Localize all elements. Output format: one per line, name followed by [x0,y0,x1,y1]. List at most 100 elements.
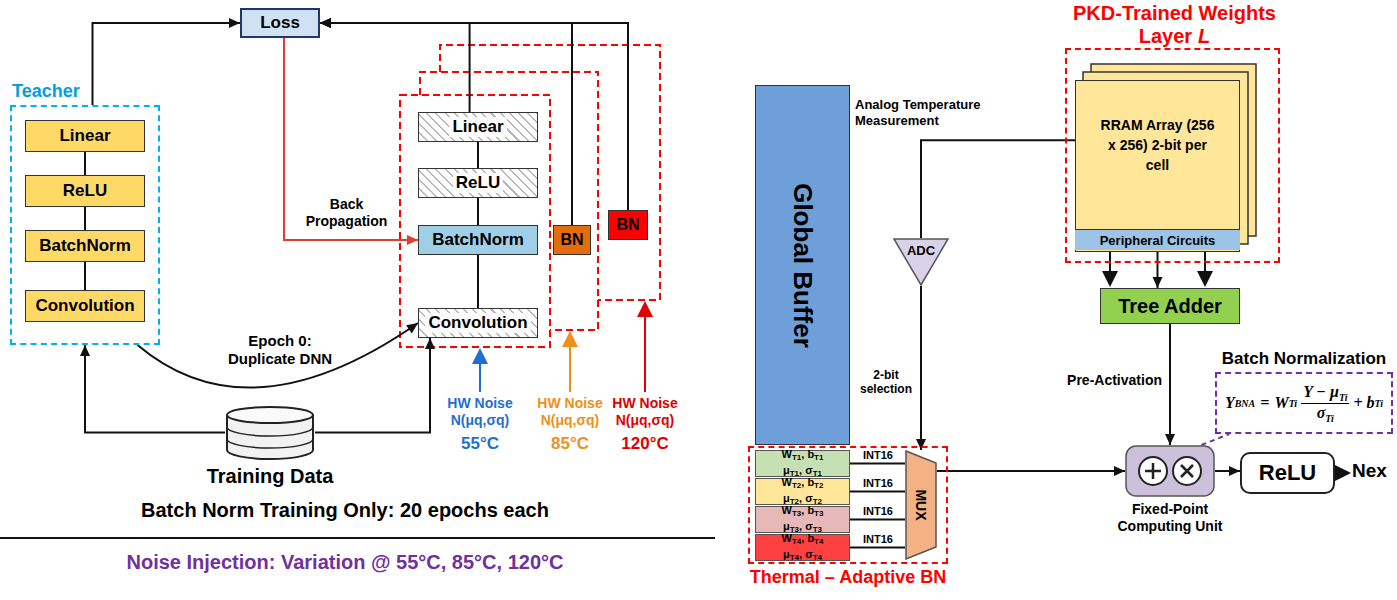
connector-line [93,23,241,105]
global-buffer: Global Buffer [755,85,850,445]
denominator: σTi [1317,404,1334,424]
shape [1145,463,1193,479]
param-symbol: , σ [799,492,813,504]
connector-line [850,463,905,465]
student-layer: ReLU [418,168,538,198]
formula: YBNA=WTiY − μTiσTi+ bTi [1225,383,1383,424]
connector-line [477,255,479,308]
connector-line [84,262,86,290]
tree-adder: Tree Adder [1100,288,1240,324]
subscript: T1 [814,453,823,462]
heading-line: Layer [1139,25,1192,47]
connector [85,207,86,230]
subscript: Ti [1375,398,1384,409]
formula-symbol: W [1274,394,1288,412]
node-text: ReLU [453,173,503,193]
connector [320,18,470,112]
edge-label: Epoch 0: Duplicate DNN [220,332,340,368]
node-text: Peripheral Circuits [1100,233,1216,248]
group-heading: Teacher [12,81,80,102]
node-text: Linear [449,117,506,137]
connector [937,466,1125,476]
param-symbol: μ [783,492,790,504]
group-heading: PKD-Trained WeightsLayerL [1027,2,1322,48]
adc-triangle: ADC [893,238,949,286]
edge-label: INT16 [852,449,904,462]
unit-label: Fixed-Point Computing Unit [1110,501,1230,535]
subscript: T2 [813,497,822,506]
node-text: Tree Adder [1118,295,1222,318]
subscript: T4 [813,553,822,562]
node-text: BN [616,216,639,234]
node-text: Linear [59,126,110,146]
fixed-point-unit: Fixed-Point Computing Unit [1125,445,1215,497]
connector-line [284,38,418,240]
connector [320,18,572,225]
node-text: Convolution [425,313,530,333]
heading-line: PKD-Trained Weights [1027,2,1322,25]
student-layer: Convolution [418,308,538,338]
connector-line [850,547,905,549]
connector [85,262,86,290]
data-arrow [1204,252,1206,285]
connector [850,519,905,520]
connector-line [850,519,905,521]
edge-label: INT16 [852,505,904,518]
signal-label: 2-bit selection [856,368,916,397]
student-box [400,95,550,347]
subscript: T1 [813,469,822,478]
shape [894,239,948,285]
connector [138,323,419,388]
bn-param-row: WT3, bT3μT3, σT3 [755,506,850,533]
noise-label: HW Noise N(μq,σq) [530,395,610,429]
param-symbol: , σ [799,548,813,560]
temperature: 120°C [605,434,685,454]
connector-line [320,23,470,112]
fraction: Y − μTiσTi [1301,383,1349,424]
teacher-layer: BatchNorm [25,230,145,262]
peripheral-circuits: Peripheral Circuits [1075,229,1240,250]
connector [80,345,225,433]
node-text: Convolution [35,296,134,316]
arrowhead [320,18,331,28]
edge-label: Back Propagation [294,196,399,230]
vertical-title: Global Buffer [787,183,818,348]
shape [227,407,313,423]
mux-label: MUX [913,489,929,520]
param-symbol: , b [801,504,814,516]
subscript: T2 [814,481,823,490]
connector-line [1169,324,1171,445]
connector-line [84,207,86,230]
connector-line [477,142,479,168]
node-text: BatchNorm [432,230,524,250]
relu-box: ReLU [1240,452,1335,494]
shape [1126,446,1214,496]
arrowhead [406,323,418,333]
bn-param-row: WT2, bT2μT2, σT2 [755,478,850,505]
edge-label: INT16 [852,533,904,546]
subscript: T3 [814,509,823,518]
formula-symbol: + b [1353,394,1374,412]
edge-label: Pre-Activation [1050,372,1162,389]
connector-line [320,23,572,225]
param-symbol: , σ [799,464,813,476]
noise-arrow [479,350,481,392]
teacher-layer: Linear [25,120,145,152]
connector-line [921,140,1075,238]
connector [1202,434,1230,445]
param-symbol: W [782,476,792,488]
bn-param-row: WT4, bT4μT4, σT4 [755,534,850,561]
footer-note: Noise Injection: Variation @ 55°C, 85°C,… [25,550,665,574]
cylinder-label: Training Data [207,465,334,488]
data-arrow [1109,252,1111,285]
arrowhead [1153,277,1163,288]
connector [85,152,86,175]
formula-symbol: = [1260,394,1269,412]
teacher-group: TeacherLinearReLUBatchNormConvolution [10,105,160,345]
node-text: ReLU [1259,460,1316,486]
param-line: WT2, bT2 [782,476,824,492]
temperature: 55°C [440,434,520,454]
formula-symbol: Y [1225,394,1235,412]
arrowhead [1114,466,1125,476]
loss-box: Loss [240,8,320,38]
